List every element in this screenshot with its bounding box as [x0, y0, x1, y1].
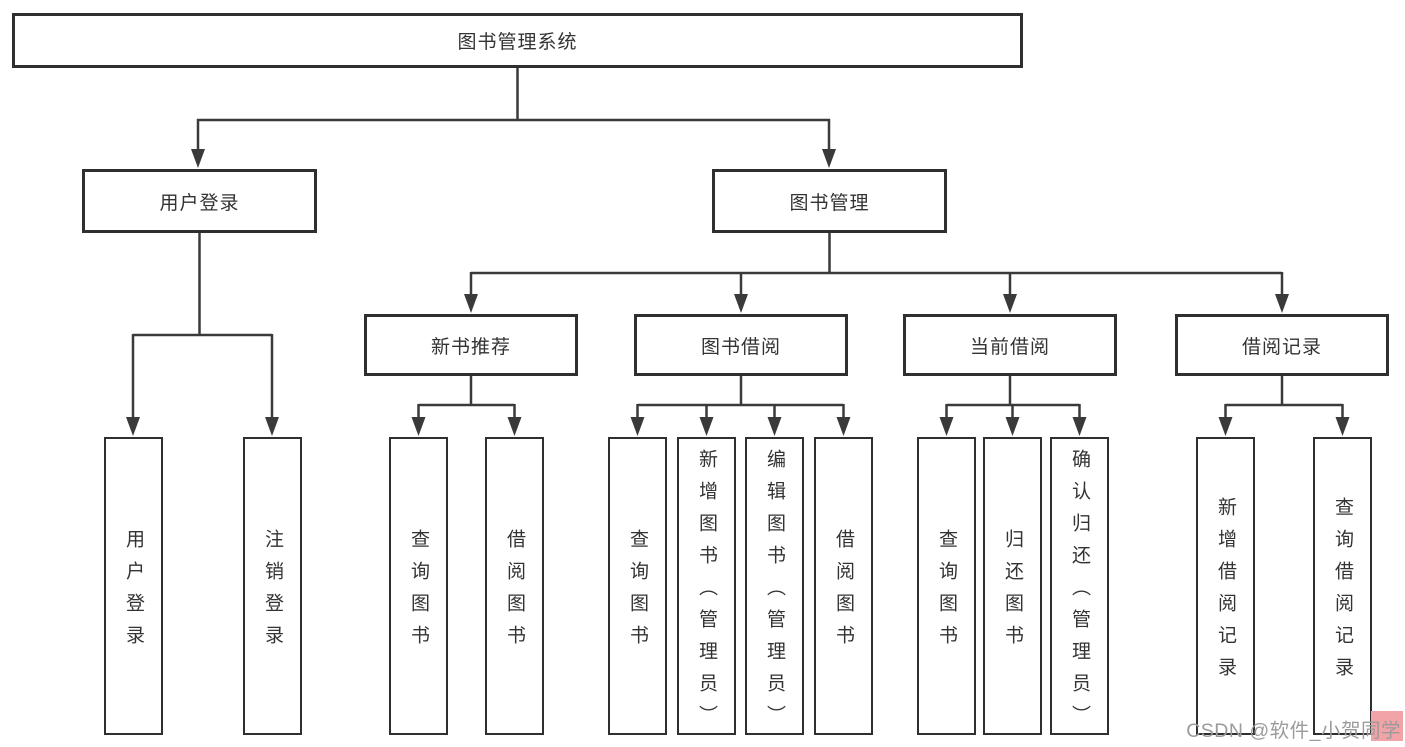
- leaf-edit-books-admin: 编辑图书（管理员）: [745, 437, 804, 737]
- connector-borrow-record-children: [1218, 375, 1350, 436]
- connector-root-to-level2: [191, 66, 836, 168]
- leaf-user-login-label: 用户登录: [123, 528, 144, 657]
- leaf-borrow-books: 借阅图书: [814, 437, 873, 735]
- leaf-confirm-return-admin-label: 确认归还（管理员）: [1069, 448, 1090, 737]
- node-user-login-label: 用户登录: [159, 192, 240, 214]
- leaf-edit-books-admin-label: 编辑图书（管理员）: [764, 448, 785, 737]
- node-book-borrow: 图书借阅: [634, 314, 848, 376]
- leaf-borrow-books-recommend-label: 借阅图书: [504, 528, 525, 657]
- connector-book-management-children: [464, 233, 1289, 313]
- leaf-borrow-books-recommend: 借阅图书: [485, 437, 544, 735]
- connector-new-book-recommend-children: [411, 375, 522, 436]
- leaf-query-borrow-record: 查询借阅记录: [1313, 437, 1372, 735]
- node-borrow-record-label: 借阅记录: [1241, 336, 1322, 358]
- leaf-query-books-recommend-label: 查询图书: [408, 528, 429, 657]
- connector-book-borrow-children: [630, 375, 851, 436]
- leaf-query-books-recommend: 查询图书: [389, 437, 448, 735]
- leaf-user-login: 用户登录: [104, 437, 163, 735]
- leaf-query-books-borrow: 查询图书: [608, 437, 667, 735]
- leaf-borrow-books-label: 借阅图书: [833, 528, 854, 657]
- node-system-root-label: 图书管理系统: [457, 32, 578, 53]
- leaf-add-books-admin: 新增图书（管理员）: [677, 437, 736, 737]
- node-new-book-recommend-label: 新书推荐: [430, 336, 511, 358]
- watermark-accent-block: [1371, 711, 1403, 741]
- leaf-add-borrow-record-label: 新增借阅记录: [1215, 496, 1236, 689]
- node-current-borrow: 当前借阅: [903, 314, 1117, 376]
- leaf-add-books-admin-label: 新增图书（管理员）: [696, 448, 717, 737]
- leaf-query-borrow-record-label: 查询借阅记录: [1332, 496, 1353, 689]
- node-borrow-record: 借阅记录: [1175, 314, 1389, 376]
- node-system-root: 图书管理系统: [12, 13, 1023, 68]
- leaf-logout-label: 注销登录: [262, 528, 283, 657]
- node-book-management: 图书管理: [712, 169, 947, 233]
- leaf-return-books: 归还图书: [983, 437, 1042, 735]
- node-book-borrow-label: 图书借阅: [700, 336, 781, 358]
- leaf-query-books-borrow-label: 查询图书: [627, 528, 648, 657]
- node-current-borrow-label: 当前借阅: [969, 336, 1050, 358]
- leaf-query-books-current: 查询图书: [917, 437, 976, 735]
- node-book-management-label: 图书管理: [789, 192, 870, 214]
- node-new-book-recommend: 新书推荐: [364, 314, 578, 376]
- leaf-add-borrow-record: 新增借阅记录: [1196, 437, 1255, 735]
- connector-current-borrow-children: [939, 375, 1087, 436]
- leaf-confirm-return-admin: 确认归还（管理员）: [1050, 437, 1109, 737]
- node-user-login: 用户登录: [82, 169, 317, 233]
- connector-user-login-children: [126, 233, 279, 436]
- leaf-logout: 注销登录: [243, 437, 302, 735]
- leaf-return-books-label: 归还图书: [1002, 528, 1023, 657]
- watermark-text: CSDN @软件_小贺同学: [1186, 720, 1401, 742]
- leaf-query-books-current-label: 查询图书: [936, 528, 957, 657]
